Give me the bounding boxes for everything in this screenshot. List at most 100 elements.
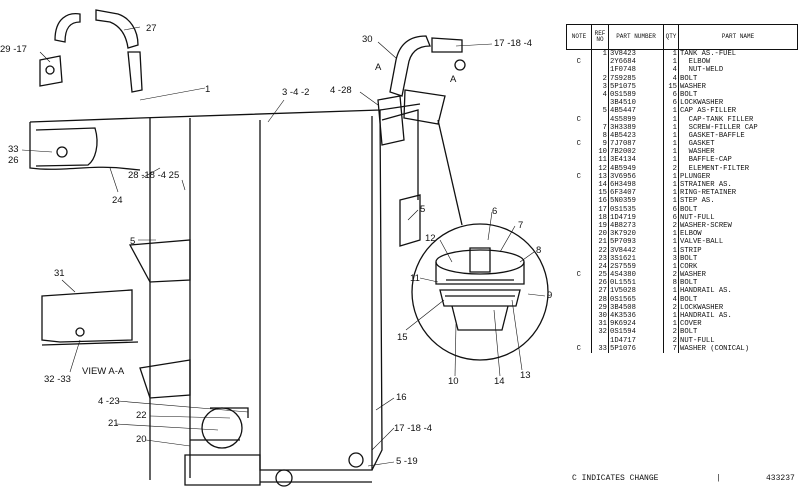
filler-screw xyxy=(469,247,491,273)
cell-qty: 1 xyxy=(663,172,679,181)
callout-24: 24 xyxy=(112,195,123,206)
cell-name: CAP AS-FILLER xyxy=(680,107,737,116)
cell-note xyxy=(566,197,592,206)
handrail-right-end xyxy=(431,37,463,53)
cell-note xyxy=(566,181,592,190)
tank-right-ledge xyxy=(399,194,421,247)
cell-ref: 26 xyxy=(591,279,609,288)
header-part-number: PART NUMBER xyxy=(608,24,664,50)
cell-name: BAFFLE-CAP xyxy=(680,156,732,165)
handrail-left-elbow xyxy=(95,9,139,49)
cell-note: C xyxy=(566,58,592,67)
cell-name: ELBOW xyxy=(680,230,702,239)
callout-11: 11 xyxy=(410,273,420,284)
callout-21: 21 xyxy=(108,418,119,429)
cell-qty: 6 xyxy=(663,90,679,100)
tank-side-ledge xyxy=(128,239,191,283)
cell-note xyxy=(566,205,592,214)
cell-note xyxy=(566,82,592,91)
cell-ref: 15 xyxy=(591,189,609,198)
cell-qty: 1 xyxy=(663,140,679,149)
cell-note xyxy=(566,148,592,157)
callout-5-19: 5 -19 xyxy=(396,456,418,467)
cell-name: CORK xyxy=(680,262,698,271)
tank-top-edge xyxy=(29,103,421,123)
illustration-id: 433237 xyxy=(766,474,795,483)
cell-pn: 2S7559 xyxy=(608,262,664,272)
cell-ref: 30 xyxy=(591,312,609,321)
cell-name: BOLT xyxy=(680,205,698,214)
cell-name: BOLT xyxy=(680,90,698,99)
cell-pn: 0S1535 xyxy=(608,205,664,214)
cell-pn: 3B4510 xyxy=(608,99,664,108)
cell-ref: 2 xyxy=(591,74,609,83)
handrail-left-post xyxy=(127,51,143,93)
tank-right-side xyxy=(381,109,419,200)
cell-note xyxy=(566,295,592,304)
cell-qty: 3 xyxy=(663,254,679,263)
callout-10: 10 xyxy=(448,376,459,387)
cell-pn: 3B4508 xyxy=(608,303,664,312)
cell-ref: 28 xyxy=(591,295,609,304)
cell-pn: 2Y6684 xyxy=(608,58,664,67)
cell-qty: 1 xyxy=(663,156,679,165)
callout-33: 33 xyxy=(8,144,19,155)
cell-qty: 1 xyxy=(663,189,679,198)
handrail-right xyxy=(389,35,431,97)
cell-ref: 18 xyxy=(591,213,609,222)
tank-end-plate xyxy=(35,127,98,167)
view-aa-label: VIEW A-A xyxy=(82,366,125,377)
cell-pn: 5N0359 xyxy=(608,197,664,206)
callout-27: 27 xyxy=(146,23,157,34)
callout-1: 1 xyxy=(205,84,210,95)
cell-qty: 1 xyxy=(663,123,679,132)
cell-name: GASKET-BAFFLE xyxy=(680,131,745,140)
cell-ref: 11 xyxy=(591,156,609,165)
cell-ref: 14 xyxy=(591,181,609,190)
tank-left-flange xyxy=(29,122,141,171)
cover-31 xyxy=(41,289,133,343)
callout-31: 31 xyxy=(54,268,65,279)
cell-name: LOCKWASHER xyxy=(680,99,724,108)
header-part-name: PART NAME xyxy=(678,24,798,50)
cell-name: WASHER xyxy=(680,82,706,91)
cell-pn: 3K7920 xyxy=(608,230,664,239)
cell-qty: 1 xyxy=(663,312,679,321)
cell-ref: 4 xyxy=(591,90,609,100)
cell-name: BOLT xyxy=(680,74,698,83)
cell-note xyxy=(566,246,592,255)
callout-17-18-4-bottom: 17 -18 -4 xyxy=(394,423,432,434)
callout-12: 12 xyxy=(425,233,436,244)
cell-name: PLUNGER xyxy=(680,172,711,181)
cell-qty: 6 xyxy=(663,205,679,214)
cell-ref xyxy=(591,58,609,67)
filler-neck xyxy=(377,95,405,146)
cell-ref: 1 xyxy=(591,49,609,59)
cell-note xyxy=(566,99,592,108)
cell-pn: 3V8423 xyxy=(608,49,664,59)
cell-qty: 7 xyxy=(663,344,679,353)
cell-ref: 20 xyxy=(591,230,609,239)
tank-lower-ledge xyxy=(139,359,191,399)
cell-pn: 5P7093 xyxy=(608,238,664,247)
cell-note xyxy=(566,221,592,231)
callout-15: 15 xyxy=(397,332,408,343)
callout-6: 6 xyxy=(492,206,497,217)
